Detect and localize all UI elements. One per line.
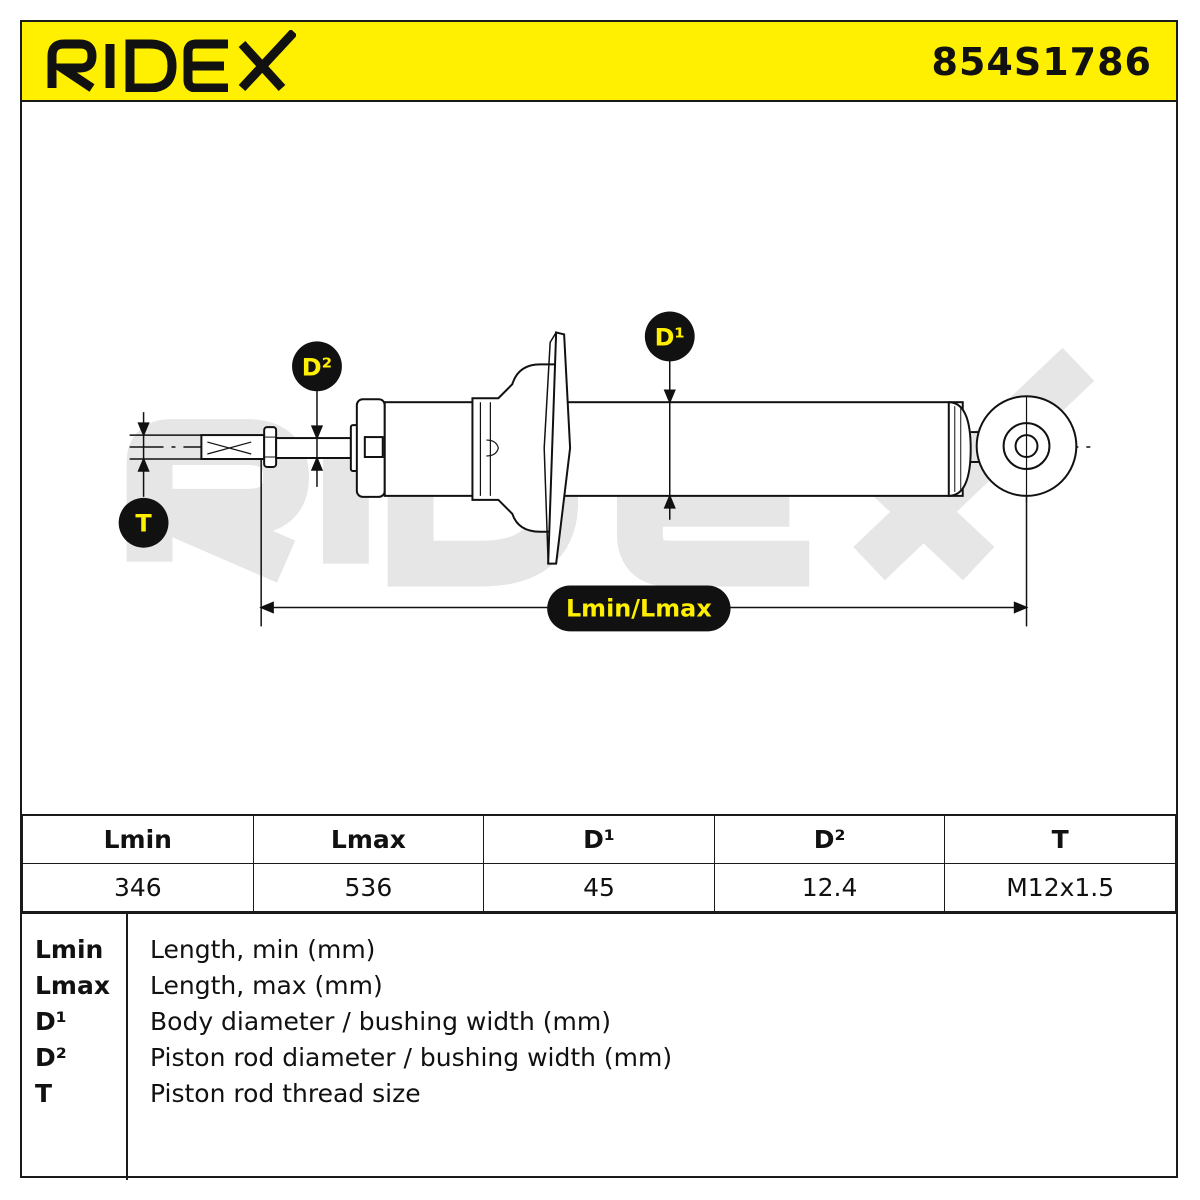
t-badge: T — [118, 497, 169, 548]
spec-header-d2: D² — [713, 814, 946, 864]
legend-desc: Body diameter / bushing width (mm) — [150, 1007, 611, 1036]
mounting-flange — [547, 331, 572, 565]
legend-desc: Piston rod diameter / bushing width (mm) — [150, 1043, 673, 1072]
svg-text:Lmin/Lmax: Lmin/Lmax — [566, 594, 712, 622]
legend-key: Lmax — [35, 971, 110, 1000]
d1-dimension — [663, 352, 676, 520]
part-number: 854S1786 — [931, 40, 1152, 84]
legend-key: D¹ — [35, 1007, 67, 1036]
spec-header-d1: D¹ — [483, 814, 715, 864]
spec-value-d1: 45 — [483, 863, 715, 912]
rod-nut — [263, 426, 278, 468]
spec-value-t: M12x1.5 — [944, 863, 1176, 912]
spec-value-d2: 12.4 — [713, 863, 946, 912]
piston-rod — [275, 437, 352, 459]
spec-value-row: 346 536 45 12.4 M12x1.5 — [22, 863, 1176, 912]
legend-divider — [126, 914, 128, 1180]
legend-key: D² — [35, 1043, 67, 1072]
length-badge: Lmin/Lmax — [547, 585, 731, 632]
brand-logo — [47, 30, 296, 92]
svg-text:T: T — [135, 510, 152, 538]
legend-desc: Length, max (mm) — [150, 971, 383, 1000]
product-sheet: 854S1786 — [20, 20, 1178, 1180]
spec-header-t: T — [944, 814, 1176, 864]
spec-header-row: Lmin Lmax D¹ D² T — [22, 814, 1176, 864]
svg-text:D²: D² — [302, 353, 332, 381]
legend-desc: Length, min (mm) — [150, 935, 376, 964]
legend-key: Lmin — [35, 935, 104, 964]
spec-value-lmin: 346 — [22, 863, 254, 912]
shock-absorber-drawing: D¹ D² T Lmin/Lmax — [118, 311, 1095, 632]
d2-badge: D² — [292, 341, 342, 392]
legend: Lmin Length, min (mm) Lmax Length, max (… — [22, 912, 1176, 1180]
header-bar: 854S1786 — [22, 22, 1176, 102]
svg-text:D¹: D¹ — [655, 323, 685, 351]
spec-header-lmin: Lmin — [22, 814, 254, 864]
legend-key: T — [35, 1079, 53, 1108]
spec-value-lmax: 536 — [252, 863, 485, 912]
t-dimension — [129, 412, 202, 497]
spec-header-lmax: Lmax — [252, 814, 485, 864]
legend-desc: Piston rod thread size — [150, 1079, 421, 1108]
d2-dimension — [310, 387, 324, 487]
d1-badge: D¹ — [644, 311, 695, 362]
spec-table: Lmin Lmax D¹ D² T 346 536 45 12.4 M12x1.… — [22, 814, 1176, 912]
